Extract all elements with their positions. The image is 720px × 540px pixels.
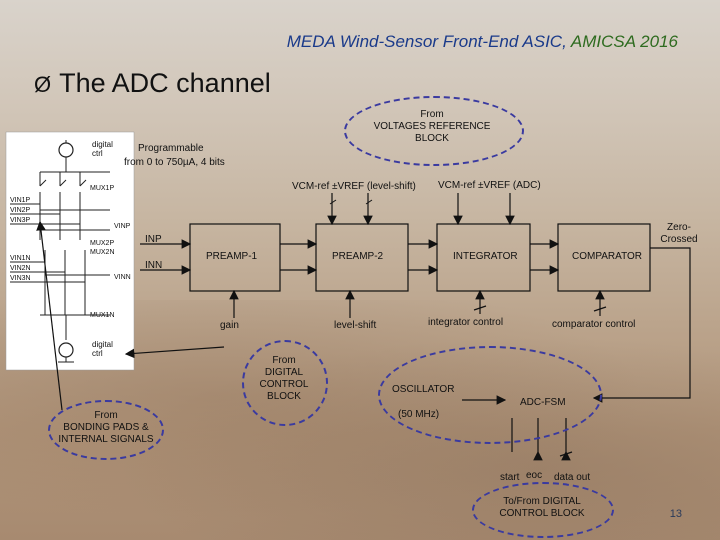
dc-line-2: DIGITAL xyxy=(264,367,304,378)
ref-line-1: From xyxy=(420,109,444,120)
zero-crossed-label: Zero- Crossed xyxy=(654,222,704,246)
dc-line-4: BLOCK xyxy=(267,391,301,402)
programmable-range-label: from 0 to 750µA, 4 bits xyxy=(124,157,225,168)
ref-block-oval xyxy=(344,96,524,166)
adc-fsm-label: ADC-FSM xyxy=(520,397,566,408)
output-label-vinp: VINP xyxy=(114,223,131,230)
oscillator-freq-label: (50 MHz) xyxy=(398,409,440,420)
start-label: start xyxy=(500,472,520,483)
slide-heading: Ø The ADC channel xyxy=(34,68,271,99)
oscillator-label: OSCILLATOR xyxy=(392,384,455,395)
mux-label-2: MUX2P xyxy=(90,240,115,247)
zero-crossed-line-1: Zero- xyxy=(667,222,691,233)
page-number: 13 xyxy=(669,508,682,520)
ref-line-3: BLOCK xyxy=(415,133,449,144)
integrator-control-label: integrator control xyxy=(428,317,504,328)
comparator-label: COMPARATOR xyxy=(572,251,643,262)
vcm-level-shift-label: VCM-ref ±VREF (level-shift) xyxy=(292,181,416,192)
vcm-adc-label: VCM-ref ±VREF (ADC) xyxy=(438,180,541,191)
dc-line-3: CONTROL xyxy=(259,379,309,390)
title-conference: AMICSA 2016 xyxy=(570,32,678,51)
bp-line-1: From xyxy=(94,410,118,421)
level-shift-label: level-shift xyxy=(334,320,377,331)
bullet-arrow-icon: Ø xyxy=(34,72,52,97)
preamp1-label: PREAMP-1 xyxy=(206,251,258,262)
bonding-pads-oval xyxy=(48,400,164,460)
programmable-label: Programmable xyxy=(138,143,204,154)
heading-text: The ADC channel xyxy=(59,68,271,98)
input-label-6: VIN3N xyxy=(10,275,31,282)
ref-block-label: From VOLTAGES REFERENCE BLOCK xyxy=(362,109,502,145)
data-out-label: data out xyxy=(554,472,591,483)
bp-line-3: INTERNAL SIGNALS xyxy=(58,434,154,445)
fsm-region-oval xyxy=(378,346,602,444)
tf-line-1: To/From DIGITAL xyxy=(503,496,581,507)
slide-title: MEDA Wind-Sensor Front-End ASIC, AMICSA … xyxy=(287,32,678,52)
digital-control-label: From DIGITAL CONTROL BLOCK xyxy=(252,355,316,403)
gain-label: gain xyxy=(220,320,239,331)
preamp2-block xyxy=(315,223,409,292)
preamp2-label: PREAMP-2 xyxy=(332,251,384,262)
eoc-label: eoc xyxy=(526,470,543,481)
digital-ctrl-bottom-label: digital ctrl xyxy=(92,340,113,358)
digital-ctrl-top-label: digital ctrl xyxy=(92,140,113,158)
tf-line-2: CONTROL BLOCK xyxy=(499,508,585,519)
ref-line-2: VOLTAGES REFERENCE xyxy=(373,121,491,132)
mux-label-1: MUX1P xyxy=(90,185,115,192)
zero-crossed-line-2: Crossed xyxy=(660,234,698,245)
input-label-3: VIN3P xyxy=(10,217,31,224)
bonding-pads-label: From BONDING PADS & INTERNAL SIGNALS xyxy=(54,410,158,446)
dc-line-1: From xyxy=(272,355,296,366)
comparator-control-label: comparator control xyxy=(552,319,636,330)
input-label-1: VIN1P xyxy=(10,197,31,204)
input-label-2: VIN2P xyxy=(10,207,31,214)
to-from-digital-oval xyxy=(472,482,614,538)
mux-label-4: MUX1N xyxy=(90,312,115,319)
mux-label-3: MUX2N xyxy=(90,249,115,256)
inp-label: INP xyxy=(145,234,162,245)
integrator-label: INTEGRATOR xyxy=(453,251,518,262)
inn-label: INN xyxy=(145,260,163,271)
input-label-4: VIN1N xyxy=(10,255,31,262)
to-from-digital-label: To/From DIGITAL CONTROL BLOCK xyxy=(484,496,600,520)
title-main: MEDA Wind-Sensor Front-End ASIC, xyxy=(286,32,567,51)
output-label-vinn: VINN xyxy=(114,274,131,281)
digital-control-oval xyxy=(242,340,328,426)
input-label-5: VIN2N xyxy=(10,265,31,272)
bp-line-2: BONDING PADS & xyxy=(63,422,149,433)
